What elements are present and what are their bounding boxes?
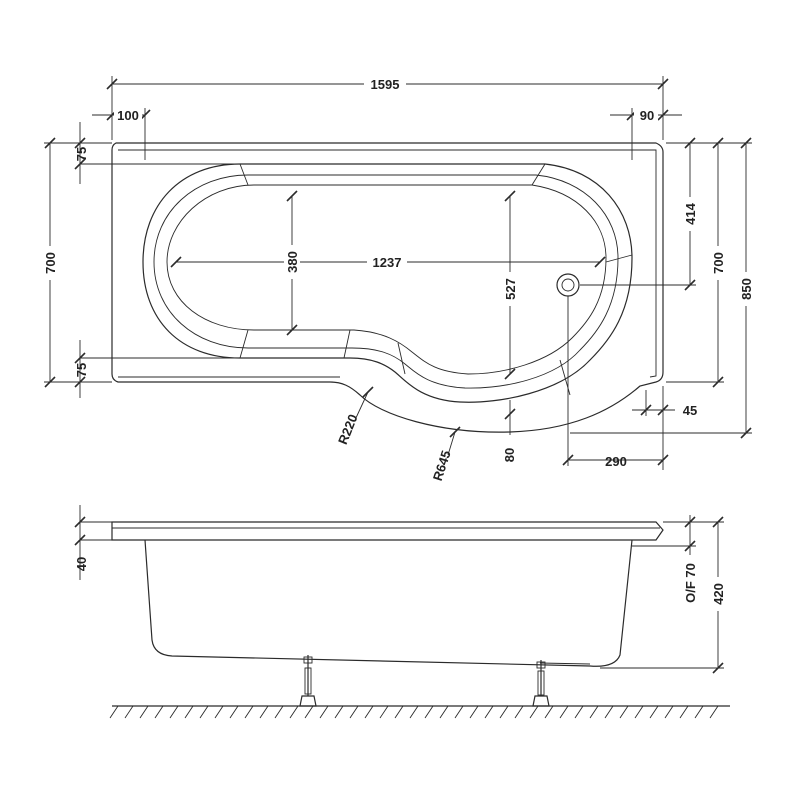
support-leg-left xyxy=(299,655,317,707)
rim-inner-edge xyxy=(118,149,657,378)
dim-overflow: O/F 70 xyxy=(683,563,698,603)
basin-outer-edge xyxy=(142,163,633,403)
dim-right-upper: 414 xyxy=(683,202,698,224)
dim-left-rim: 100 xyxy=(117,108,139,123)
dim-overall-height: 420 xyxy=(711,583,726,605)
dim-waste-offset: 290 xyxy=(605,454,627,469)
dim-radius-large: R645 xyxy=(430,449,454,483)
waste-outlet xyxy=(556,273,580,297)
dim-basin-depth: 527 xyxy=(503,278,518,300)
floor-hatch xyxy=(109,705,719,719)
elevation-body xyxy=(144,539,633,667)
dim-return-offset: 45 xyxy=(683,403,697,418)
elevation-view xyxy=(109,521,730,719)
dim-top-rim: 75 xyxy=(74,147,89,161)
dim-bottom-rim-curve: 80 xyxy=(502,448,517,462)
dim-overall-width: 850 xyxy=(739,278,754,300)
dim-inner-width: 380 xyxy=(285,251,300,273)
dim-rim-height: 40 xyxy=(74,557,89,571)
dim-narrow-width: 700 xyxy=(43,252,58,274)
dim-inner-length: 1237 xyxy=(373,255,402,270)
basin-inner-edge xyxy=(153,174,619,389)
support-leg-right xyxy=(532,660,550,707)
plan-view xyxy=(111,142,664,433)
elevation-labels: 40 O/F 70 420 xyxy=(74,555,726,611)
plan-dimensions xyxy=(44,76,752,470)
plan-labels: 1595 100 90 75 75 700 380 1237 527 414 7… xyxy=(42,76,754,483)
dim-radius-small: R220 xyxy=(335,412,361,446)
elevation-rim xyxy=(111,521,664,541)
dim-right-rim: 90 xyxy=(640,108,654,123)
basin-floor-edge xyxy=(166,184,607,375)
dim-right-width: 700 xyxy=(711,252,726,274)
bath-rim-outline xyxy=(111,142,664,433)
dim-bottom-rim: 75 xyxy=(74,363,89,377)
dim-overall-length: 1595 xyxy=(371,77,400,92)
